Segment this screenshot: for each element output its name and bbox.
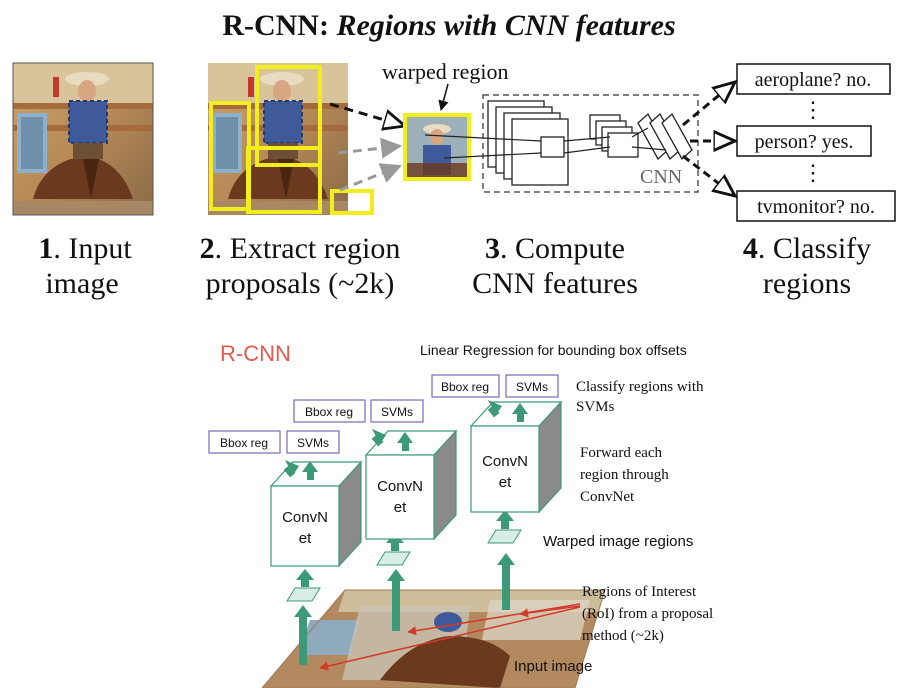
- step-3-caption: 3. Compute CNN features: [472, 232, 638, 300]
- green-arrows-upper: [283, 400, 528, 480]
- proposal-arrow-black: [329, 102, 405, 126]
- class-arrow-aeroplane: [682, 82, 735, 127]
- svg-text:(RoI) from a proposal: (RoI) from a proposal: [582, 606, 713, 622]
- cnn-layers: [487, 100, 693, 186]
- bbox-reg-label: Bbox reg: [305, 405, 353, 419]
- green-arrows-lower: [294, 553, 515, 665]
- svg-text:Classify regions with: Classify regions with: [576, 379, 704, 395]
- svms-label: SVMs: [516, 380, 548, 394]
- bbox-reg-label: Bbox reg: [441, 380, 489, 394]
- class-box-tvmonitor: tvmonitor? no.: [736, 190, 896, 222]
- roi-arrow-1: [407, 603, 581, 636]
- proposals-image: [207, 62, 374, 216]
- warped-tiles: [286, 529, 522, 602]
- svg-text:proposals (~2k): proposals (~2k): [206, 267, 395, 300]
- svg-text:regions: regions: [763, 267, 851, 300]
- step-2-caption: 2. Extract region proposals (~2k): [200, 232, 401, 300]
- input-image-plane: [261, 589, 606, 688]
- convnet-cube-2: ConvN et: [364, 429, 458, 541]
- svg-text:Forward each: Forward each: [580, 445, 663, 461]
- svms-label: SVMs: [381, 405, 413, 419]
- svg-text:4. Classify: 4. Classify: [743, 232, 871, 265]
- convnet-label: et: [299, 530, 312, 547]
- svg-text:1. Input: 1. Input: [38, 232, 132, 265]
- roi-arrow-2: [519, 605, 581, 618]
- annotation-warped: Warped image regions: [543, 533, 693, 550]
- svg-text:method (~2k): method (~2k): [582, 628, 664, 644]
- warped-label-arrow: [438, 83, 449, 112]
- cnn-connections: [424, 127, 667, 159]
- bbox-reg-box: [431, 374, 500, 398]
- bbox-reg-box: [208, 430, 281, 454]
- class-box-aeroplane: aeroplane? no.: [736, 63, 891, 95]
- svms-box: [286, 430, 340, 454]
- step-1-caption: 1. Input image: [38, 232, 132, 300]
- svms-box: [505, 374, 559, 398]
- roi-arrow-3: [319, 606, 581, 671]
- annotation-roi: Regions of Interest (RoI) from a proposa…: [582, 584, 713, 644]
- annotation-classify: Classify regions with SVMs: [576, 379, 704, 415]
- convnet-label: et: [499, 474, 512, 491]
- svms-box: [370, 399, 424, 423]
- proposal-box-top: [255, 65, 322, 167]
- warped-region-image: [403, 113, 471, 181]
- cnn-dashed-box: [482, 94, 699, 193]
- annotation-forward: Forward each region through ConvNet: [580, 445, 669, 505]
- svg-text:2. Extract region: 2. Extract region: [200, 232, 401, 265]
- proposal-arrow-grey-1: [337, 137, 403, 159]
- green-arrows-middle: [296, 510, 514, 587]
- input-image: [12, 62, 154, 216]
- class-box-person: person? yes.: [736, 125, 872, 157]
- svg-text:CNN features: CNN features: [472, 267, 638, 300]
- head-group-1: Bbox reg SVMs: [208, 430, 340, 454]
- ellipsis-dots: ⋮: [802, 97, 824, 122]
- annotation-input: Input image: [514, 658, 592, 675]
- class-label: tvmonitor? no.: [757, 196, 875, 218]
- ellipsis-dots: ⋮: [802, 160, 824, 185]
- svg-text:region through: region through: [580, 467, 669, 483]
- svg-text:SVMs: SVMs: [576, 399, 615, 415]
- svg-text:3. Compute: 3. Compute: [485, 232, 625, 265]
- bbox-reg-box: [293, 399, 366, 423]
- bbox-reg-label: Bbox reg: [220, 436, 268, 450]
- proposal-box-small: [330, 189, 374, 215]
- cnn-label: CNN: [640, 166, 682, 188]
- convnet-label: et: [394, 499, 407, 516]
- step-4-caption: 4. Classify regions: [743, 232, 871, 300]
- svg-text:ConvNet: ConvNet: [580, 489, 635, 505]
- svg-text:image: image: [45, 267, 118, 300]
- convnet-label: ConvN: [482, 453, 528, 470]
- head-group-2: Bbox reg SVMs: [293, 399, 424, 423]
- svms-label: SVMs: [297, 436, 329, 450]
- svg-text:Regions of Interest: Regions of Interest: [582, 584, 697, 600]
- linear-regression-label: Linear Regression for bounding box offse…: [420, 342, 687, 358]
- convnet-label: ConvN: [282, 509, 328, 526]
- warped-region-label: warped region: [382, 59, 508, 84]
- bottom-title: R-CNN: [220, 341, 291, 366]
- convnet-label: ConvN: [377, 478, 423, 495]
- convnet-cube-3: ConvN et: [469, 400, 563, 514]
- class-arrow-tvmonitor: [682, 154, 735, 196]
- head-group-3: Bbox reg SVMs: [431, 374, 559, 398]
- proposal-arrow-grey-2: [339, 163, 402, 192]
- class-label: aeroplane? no.: [755, 69, 872, 91]
- top-title: R-CNN: Regions with CNN features: [222, 9, 675, 42]
- class-label: person? yes.: [755, 131, 854, 153]
- proposal-box-middle: [246, 146, 322, 214]
- convnet-cube-1: ConvN et: [269, 460, 363, 568]
